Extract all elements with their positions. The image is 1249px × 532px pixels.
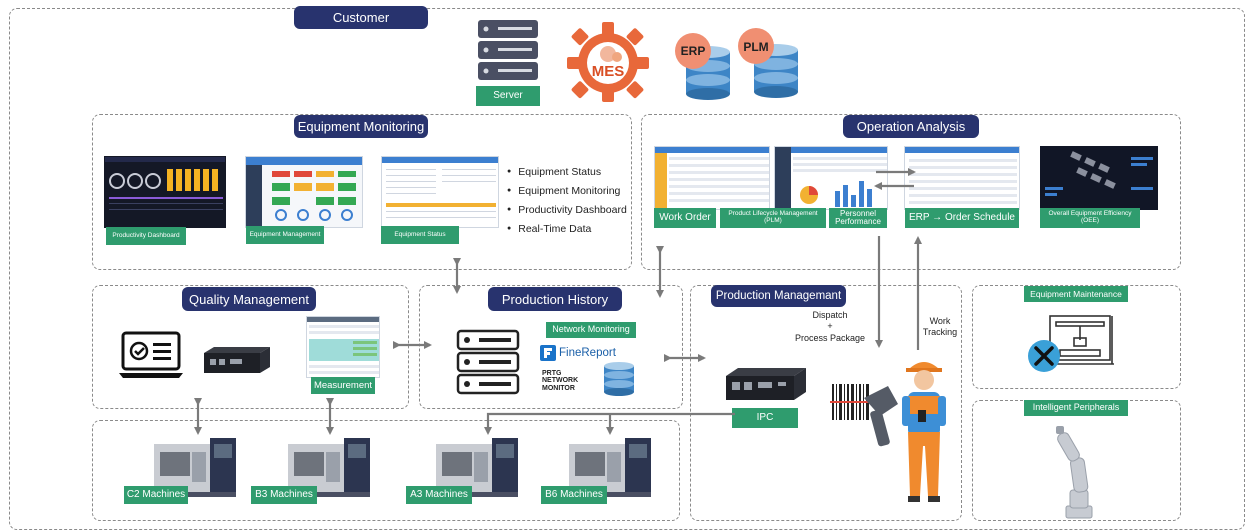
- maintenance-icon: [1028, 310, 1124, 376]
- cnc-machine-icon: [152, 436, 238, 498]
- work-order-label: Work Order: [654, 208, 716, 228]
- laptop-checklist-icon: [117, 331, 185, 379]
- equipment-management-screenshot: [245, 156, 363, 228]
- machine-label: C2 Machines: [124, 486, 188, 504]
- server-icon: [474, 18, 542, 84]
- production-management-title: Production Managemant: [711, 285, 846, 307]
- machine-label: A3 Machines: [406, 486, 472, 504]
- plm-label-tag: Product Lifecycle Management (PLM): [720, 208, 826, 228]
- equipment-monitoring-bullets: Equipment Status Equipment Monitoring Pr…: [507, 162, 627, 238]
- quality-management-title: Quality Management: [182, 287, 316, 311]
- worker-icon: [898, 356, 950, 504]
- production-history-title: Production History: [488, 287, 622, 311]
- ipc-icon: [722, 366, 810, 404]
- machine-label: B6 Machines: [541, 486, 607, 504]
- prtg-logo: PRTG NETWORK MONITOR: [542, 370, 579, 392]
- mini-pc-icon: [200, 345, 274, 377]
- measurement-screenshot: [306, 316, 380, 378]
- customer-label: Customer: [294, 6, 428, 29]
- ipc-label: IPC: [732, 408, 798, 428]
- cnc-machine-icon: [286, 436, 372, 498]
- plm-screenshot: [774, 146, 888, 210]
- oee-screenshot: [1040, 146, 1158, 210]
- oee-label: Overall Equipment Efficiency (OEE): [1040, 208, 1140, 228]
- bullet-item: Equipment Monitoring: [507, 181, 627, 200]
- dispatch-text: Dispatch + Process Package: [794, 310, 866, 343]
- machine-label: B3 Machines: [251, 486, 317, 504]
- personnel-performance-label: Personnel Performance: [829, 208, 887, 228]
- cnc-machine-icon: [434, 436, 520, 498]
- work-tracking-text: Work Tracking: [922, 316, 958, 338]
- equipment-monitoring-title: Equipment Monitoring: [294, 115, 428, 138]
- equipment-maintenance-panel: [972, 285, 1181, 389]
- erp-database-icon: ERP: [668, 24, 736, 100]
- bullet-item: Productivity Dashboard: [507, 200, 627, 219]
- erp-order-schedule-screenshot: [904, 146, 1020, 210]
- intelligent-peripherals-title: Intelligent Peripherals: [1024, 400, 1128, 416]
- bullet-item: Real-Time Data: [507, 219, 627, 238]
- productivity-dashboard-label: Productivity Dashboard: [106, 227, 186, 245]
- equipment-management-label: Equipment Management: [246, 226, 324, 244]
- measurement-label: Measurement: [311, 377, 375, 394]
- network-monitoring-label: Network Monitoring: [546, 322, 636, 338]
- productivity-dashboard-screenshot: [104, 156, 226, 228]
- machines-panel: [92, 420, 680, 521]
- mes-label: MES: [591, 63, 625, 80]
- mes-gear-icon: MES: [565, 18, 651, 104]
- equipment-maintenance-title: Equipment Maintenance: [1024, 286, 1128, 302]
- history-server-icon: [455, 329, 521, 395]
- finereport-logo: FineReport: [540, 344, 630, 362]
- equipment-status-screenshot: [381, 156, 499, 228]
- bullet-item: Equipment Status: [507, 162, 627, 181]
- cnc-machine-icon: [567, 436, 653, 498]
- plm-database-icon: PLM: [734, 26, 804, 100]
- finereport-text: FineReport: [559, 347, 616, 359]
- plm-label: PLM: [743, 40, 769, 54]
- work-order-screenshot: [654, 146, 770, 210]
- customer-frame: [9, 8, 1245, 530]
- equipment-status-label: Equipment Status: [381, 226, 459, 244]
- erp-label: ERP: [680, 44, 706, 58]
- database-icon: [602, 360, 636, 396]
- equipment-monitoring-panel: [92, 114, 632, 270]
- operation-analysis-panel: [641, 114, 1181, 270]
- operation-analysis-title: Operation Analysis: [843, 115, 979, 138]
- finereport-icon: [540, 345, 556, 361]
- robot-arm-icon: [1052, 424, 1108, 520]
- erp-order-schedule-label: ERP → Order Schedule: [905, 208, 1019, 228]
- server-label: Server: [476, 86, 540, 106]
- barcode-scanner-icon: [830, 376, 902, 454]
